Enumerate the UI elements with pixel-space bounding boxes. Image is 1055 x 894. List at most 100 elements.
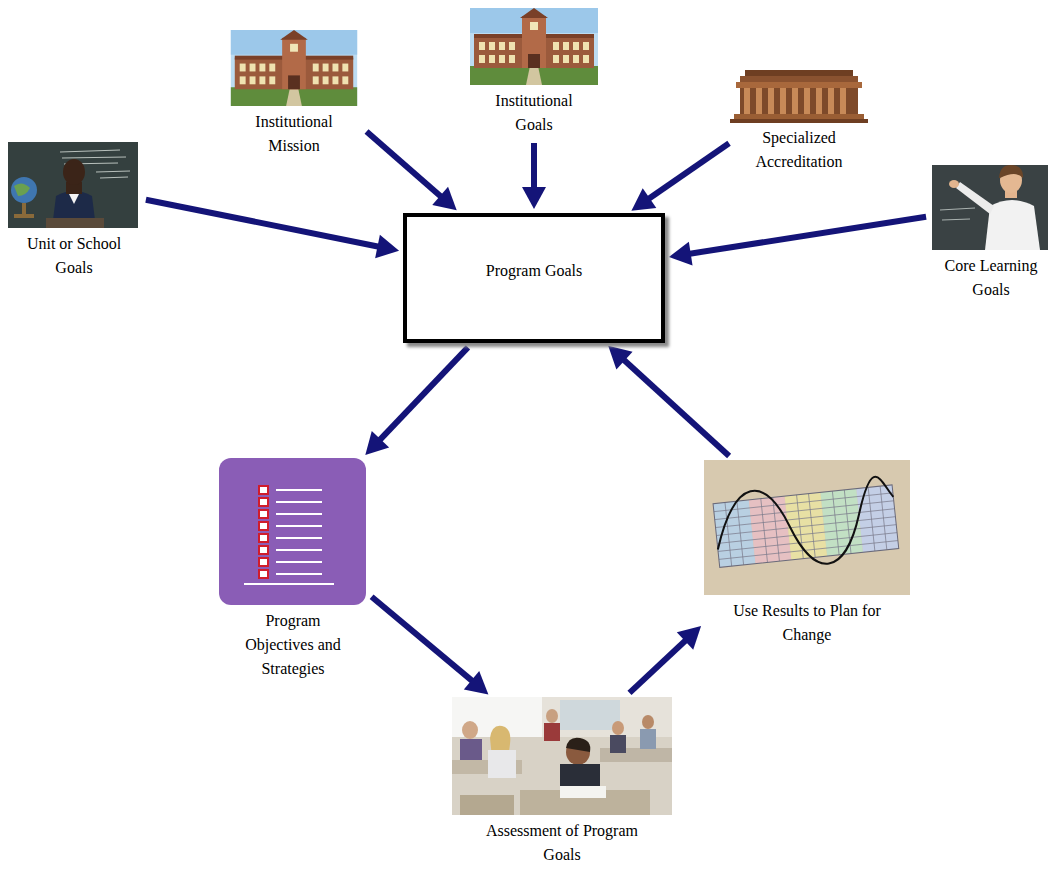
chart-picture-part-part-part [868,487,875,551]
flow-arrow [608,346,729,456]
arrow-shaft [630,638,688,693]
teacher-picture-part [8,142,138,228]
building-picture [470,8,598,85]
accreditation-building-part [736,82,862,88]
checklist-icon-part-part [259,534,268,542]
flow-arrow [372,597,489,695]
teacher-picture-part [46,218,104,228]
checklist-icon-part-part [259,498,268,506]
arrow-shaft [622,358,730,456]
picture-caption: Core Learning Goals [935,254,1047,302]
arrow-head [522,187,546,209]
teacher-picture-part [932,165,1048,250]
chart-picture-part-part-part [761,499,768,563]
arrow-head [464,671,489,694]
arrow-head [677,626,701,650]
classroom-photo-part [612,721,624,735]
chart-picture-part-part-part [719,541,898,560]
picture-caption: Assessment of Program Goals [472,819,652,867]
teacher-picture-part [63,159,85,185]
classroom-photo [452,697,672,815]
chart-picture-part-part-part [715,501,894,520]
flow-arrow [522,143,546,209]
picture-caption: Institutional Mission [238,110,350,158]
teacher-picture-part [14,214,34,218]
picture-slot [219,458,367,605]
accreditation-building-part [740,76,858,82]
accreditation-building-part [734,114,864,119]
picture-caption: Use Results to Plan for Change [717,599,897,647]
accreditation-building [730,70,868,123]
chart-picture-part [704,460,910,595]
arrow-shaft [372,597,475,683]
classroom-photo-part [452,697,672,815]
classroom-photo-part [642,715,654,729]
picture-node: Unit or School Goals [8,142,140,280]
chart-picture-part [704,460,910,595]
flow-arrow [669,217,926,266]
picture-slot [468,8,600,85]
classroom-photo-part [452,737,672,815]
chart-picture-part-part-part [716,517,895,536]
chart-picture-part-part-part [737,501,744,565]
picture-node: Institutional Goals [468,8,600,137]
checklist-icon-part-part [276,537,322,539]
teacher-picture-part-part [940,208,975,220]
classroom-photo-part [566,738,590,752]
arrow-shaft [687,217,926,254]
classroom-photo-part [560,700,620,730]
arrow-shaft [646,143,729,200]
building-picture [231,30,357,106]
accreditation-building-part-part [756,88,762,114]
teacher-picture-part [14,183,30,196]
accreditation-building-part [730,119,868,123]
teacher-picture-part [949,180,959,188]
classroom-photo-part [610,735,626,753]
chart-picture-part [712,475,900,575]
picture-caption: Program Objectives and Strategies [237,609,349,681]
accreditation-building-part-part [840,88,846,114]
flow-arrow [367,131,457,210]
chart-picture-part-part-part [832,491,839,555]
chart-picture [704,460,910,595]
checklist-icon-part-part [276,549,322,551]
arrow-shaft [146,200,382,248]
teacher-picture-part [11,177,37,203]
checklist-icon [219,458,366,605]
accreditation-building-part-part [828,88,834,114]
checklist-icon-part-part [259,546,268,554]
picture-node: Institutional Mission [226,30,362,158]
arrow-shaft [378,347,468,442]
arrow-head [375,235,399,259]
classroom-photo-part [546,709,558,723]
accreditation-building-part [745,70,853,76]
arrow-head [608,346,632,370]
checklist-icon-part-part [259,486,268,494]
teacher-picture-part [956,182,994,214]
chart-picture-part-part-part [880,486,887,550]
classroom-photo-part [544,723,560,741]
checklist-icon-part-part [276,573,322,575]
checklist-icon-part-part [276,525,322,527]
classroom-photo-part [460,795,514,815]
checklist-icon-part-part [276,501,322,503]
teacher-picture [8,142,138,228]
teacher-picture-part [940,208,975,220]
checklist-icon-part-part [276,489,322,491]
chart-picture-part-part-part [809,494,816,558]
arrow-head [631,188,656,210]
program-box: Program Goals [403,213,665,343]
box-label: Program Goals [486,259,582,283]
picture-caption: Specialized Accreditation [743,126,855,174]
accreditation-building-part-part [768,88,774,114]
classroom-photo-part [462,721,478,739]
arrow-shaft [531,143,537,191]
checklist-icon-part-part [276,561,322,563]
checklist-icon-part-part [259,570,268,578]
checklist-icon-part-part [259,510,268,518]
checklist-icon-part [244,490,334,584]
picture-slot [452,697,672,815]
